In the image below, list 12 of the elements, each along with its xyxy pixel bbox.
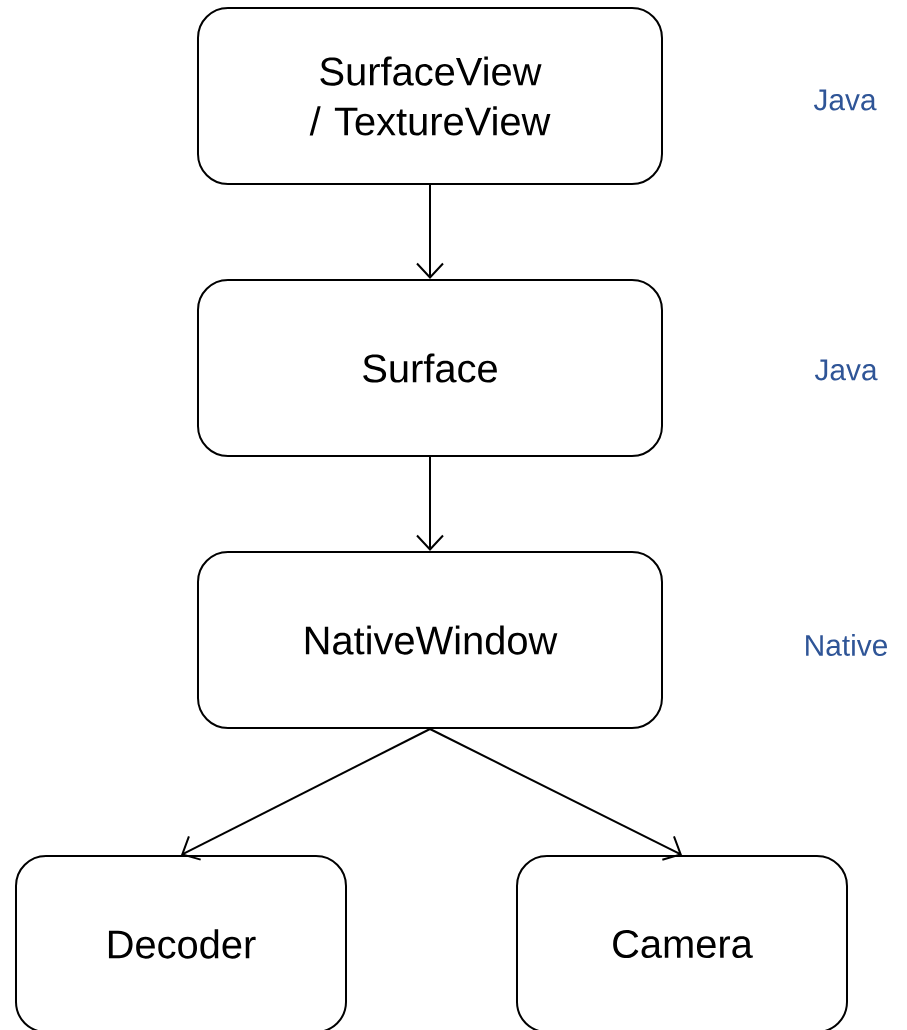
process-box: SurfaceView / TextureView (197, 7, 663, 185)
layer-label: Native (806, 634, 887, 656)
arrow (181, 728, 431, 861)
arrow (416, 184, 444, 279)
arrow (416, 456, 444, 551)
process-box: Surface (197, 279, 663, 457)
layer-label: Java (814, 359, 878, 381)
process-box: Decoder (15, 855, 347, 1030)
layer-label: Java (813, 89, 877, 111)
arrow (429, 728, 682, 861)
process-box: NativeWindow (197, 551, 663, 729)
process-box: Camera (516, 855, 848, 1030)
